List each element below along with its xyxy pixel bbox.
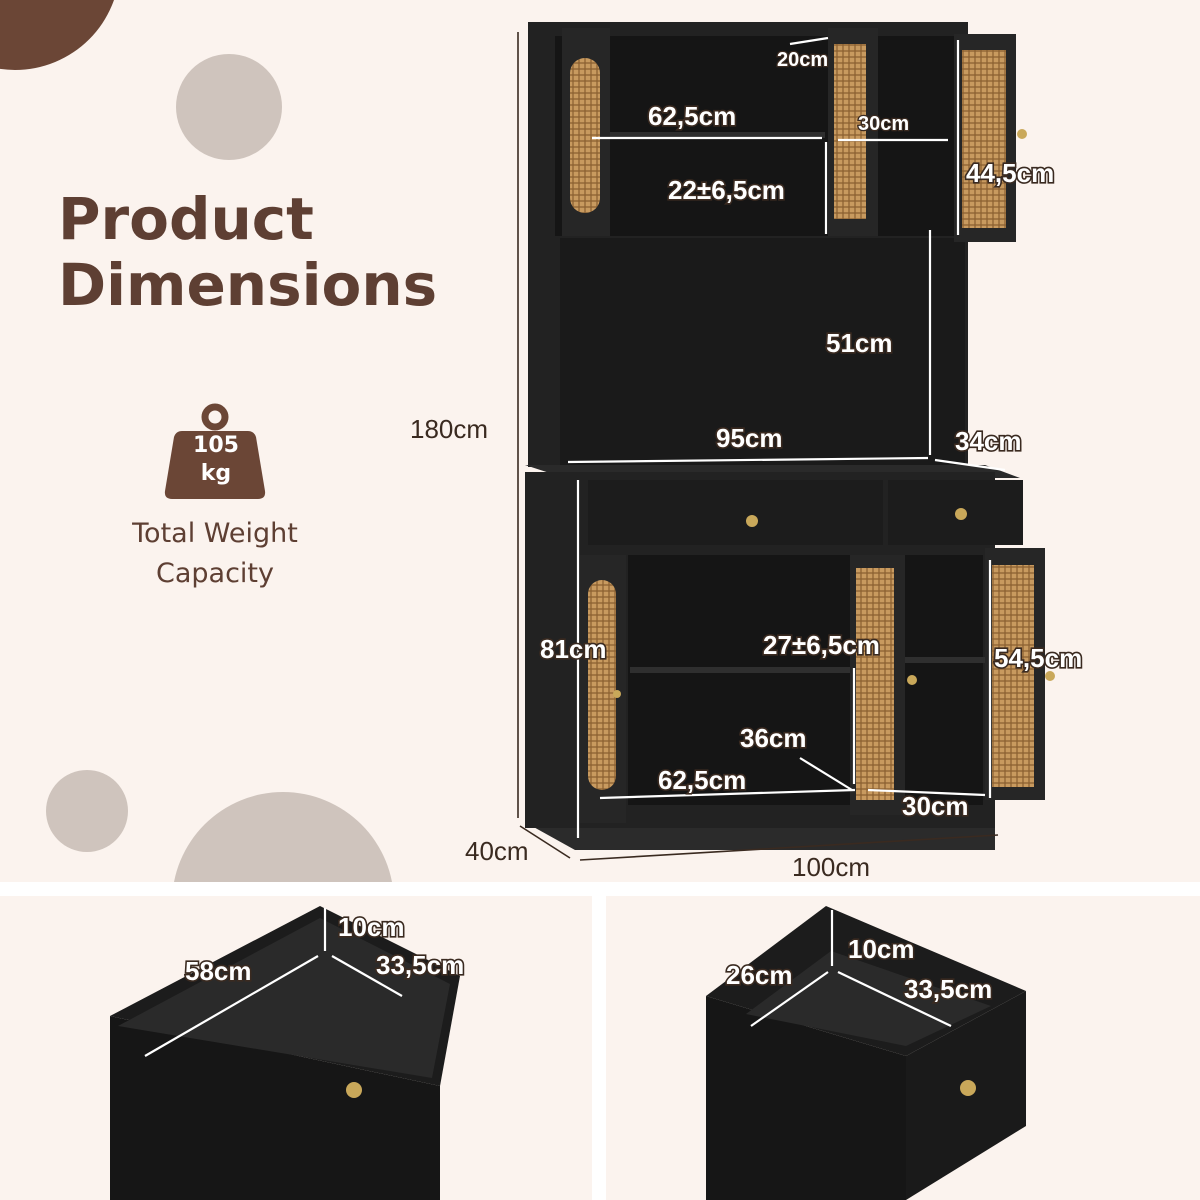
top-left-width-label: 62,5cm (648, 101, 736, 131)
drawer-knob (746, 515, 758, 527)
lower-left-width-label: 62,5cm (658, 765, 746, 795)
top-door-depth-label: 20cm (777, 49, 828, 71)
weight-caption-line2: Capacity (156, 558, 274, 589)
weight-value: 105 (193, 433, 239, 458)
top-right-width-label: 30cm (858, 113, 909, 135)
large-drawer-depth-label: 33,5cm (376, 950, 464, 980)
overall-height-label: 180cm (410, 414, 488, 444)
page-title-line1: Product (58, 185, 314, 253)
drawer-knob (346, 1082, 362, 1098)
hutch-opening (560, 238, 965, 466)
weight-unit: kg (200, 461, 232, 486)
left-drawer (588, 480, 883, 545)
lower-depth-label: 36cm (740, 723, 807, 753)
outer-dimension-lines (517, 32, 999, 861)
decor-circle-grey-small (46, 770, 128, 852)
main-dimensions-panel: Product Dimensions 105 kg Total Weight C… (0, 0, 1200, 882)
large-drawer-height-label: 10cm (338, 912, 405, 942)
small-drawer-width-label: 26cm (726, 960, 793, 990)
drawer-front (110, 1016, 440, 1200)
top-shelf-height-label: 22±6,5cm (668, 175, 785, 205)
decor-circle-grey-top (176, 54, 282, 160)
large-drawer-panel: 10cm 58cm 33,5cm (0, 896, 592, 1200)
rattan-panel (962, 50, 1006, 228)
page-title-line2: Dimensions (58, 251, 438, 319)
lower-shelf-height-label: 27±6,5cm (763, 630, 880, 660)
drawer-side (706, 996, 906, 1200)
counter-depth-label: 34cm (955, 426, 1022, 456)
dimension-lines (750, 910, 952, 1027)
small-drawer-height-label: 10cm (848, 934, 915, 964)
lower-right-height-label: 54,5cm (994, 643, 1082, 673)
drawer-knob (955, 508, 967, 520)
small-drawer-diagram: 10cm 26cm 33,5cm (706, 906, 1026, 1200)
door-knob (613, 690, 621, 698)
dimension-lines (144, 908, 403, 1057)
counter-width-label: 95cm (716, 423, 783, 453)
door-knob (1017, 129, 1027, 139)
dimension-lines (567, 36, 1006, 838)
drawer-knob (960, 1080, 976, 1096)
cabinet-base (530, 825, 995, 850)
top-right-height-label: 44,5cm (966, 158, 1054, 188)
rattan-panel (588, 580, 616, 790)
lower-right-width-label: 30cm (902, 791, 969, 821)
door-knob (1045, 671, 1055, 681)
hutch-opening-height-label: 51cm (826, 328, 893, 358)
overall-width-label: 100cm (792, 852, 870, 882)
weight-caption-line1: Total Weight (132, 518, 298, 549)
large-drawer-diagram: 10cm 58cm 33,5cm (110, 906, 466, 1200)
rattan-panel (992, 565, 1034, 787)
small-drawer-panel: 10cm 26cm 33,5cm (606, 896, 1200, 1200)
rattan-panel (856, 568, 894, 800)
rattan-panel (570, 58, 600, 213)
rattan-panel (834, 44, 866, 219)
door-knob (907, 675, 917, 685)
cabinet-diagram: 62,5cm 20cm 30cm 44,5cm 22±6,5cm 51cm 95… (410, 22, 1084, 882)
small-drawer-depth-label: 33,5cm (904, 974, 992, 1004)
large-drawer-length-label: 58cm (185, 956, 252, 986)
lower-height-label: 81cm (540, 634, 607, 664)
weight-icon (164, 403, 266, 499)
overall-depth-label: 40cm (465, 836, 529, 866)
